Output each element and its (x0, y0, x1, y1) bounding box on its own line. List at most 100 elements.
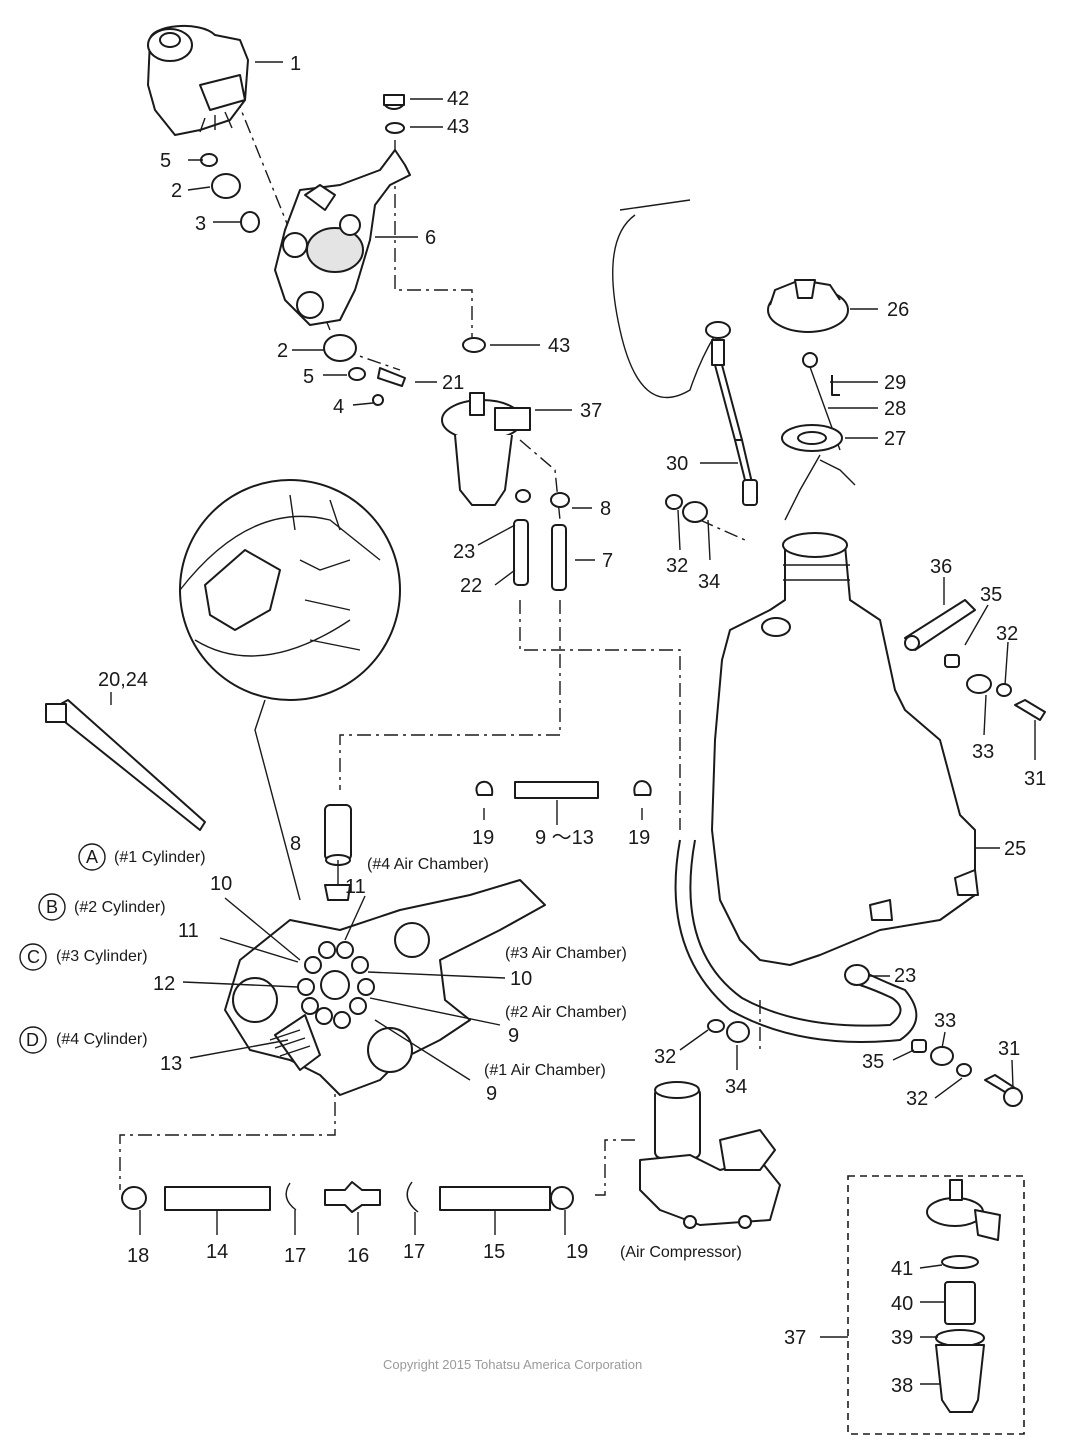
callout-36: 36 (930, 556, 952, 578)
callout-39: 39 (891, 1327, 913, 1349)
callout-42: 42 (447, 88, 469, 110)
cylinder-marker-d: D (#4 Cylinder) (19, 1026, 148, 1054)
callout-20-24: 20,24 (98, 669, 148, 691)
callout-17: 17 (284, 1245, 306, 1267)
air-chamber-1-label: (#1 Air Chamber) (484, 1062, 606, 1079)
callout-23: 23 (453, 541, 475, 563)
callout-3: 3 (195, 213, 206, 235)
cylinder-label: (#4 Cylinder) (56, 1031, 148, 1048)
callout-32: 32 (654, 1046, 676, 1068)
callout-2: 2 (277, 340, 288, 362)
copyright-notice: Copyright 2015 Tohatsu America Corporati… (383, 1357, 642, 1372)
callout-13: 13 (160, 1053, 182, 1075)
callout-11: 11 (345, 876, 366, 898)
callout-7: 7 (602, 550, 613, 572)
callout-41: 41 (891, 1258, 913, 1280)
callout-8: 8 (290, 833, 301, 855)
filter-detail-box (847, 1175, 1025, 1435)
lower-hose-row (121, 1181, 574, 1213)
callout-32: 32 (996, 623, 1018, 645)
air-chamber-4-label: (#4 Air Chamber) (367, 856, 489, 873)
air-compressor-label: (Air Compressor) (620, 1244, 742, 1261)
callout-10: 10 (210, 873, 232, 895)
callout-28: 28 (884, 398, 906, 420)
callout-33: 33 (972, 741, 994, 763)
leader-lines (110, 61, 1036, 1385)
level-sensor-30 (612, 199, 758, 506)
callout-34: 34 (725, 1076, 747, 1098)
callout-32: 32 (906, 1088, 928, 1110)
manifold-plate (224, 879, 546, 1096)
air-chamber-labels: (#4 Air Chamber) (#3 Air Chamber) (#2 Ai… (367, 856, 627, 1079)
callout-35: 35 (862, 1051, 884, 1073)
air-compressor (639, 1081, 781, 1229)
air-chamber-3-label: (#3 Air Chamber) (505, 945, 627, 962)
callout-38: 38 (891, 1375, 913, 1397)
cylinder-letter: A (86, 847, 98, 867)
cylinder-legend: A (#1 Cylinder) B (#2 Cylinder) C (#3 Cy… (19, 843, 206, 1054)
cable-tie-20-24 (45, 699, 206, 831)
callout-18: 18 (127, 1245, 149, 1267)
callout-43: 43 (447, 116, 469, 138)
cylinder-marker-c: C (#3 Cylinder) (19, 943, 148, 971)
grommets-32-34-top (665, 494, 708, 523)
callout-15: 15 (483, 1241, 505, 1263)
small-fasteners-top (200, 94, 486, 406)
return-hose (674, 839, 918, 1043)
cylinder-marker-a: A (#1 Cylinder) (78, 843, 206, 871)
callout-6: 6 (425, 227, 436, 249)
callout-21: 21 (442, 372, 464, 394)
cylinder-label: (#2 Cylinder) (74, 899, 166, 916)
fuel-filter-37 (441, 392, 570, 591)
cylinder-marker-b: B (#2 Cylinder) (38, 893, 166, 921)
callout-34: 34 (698, 571, 720, 593)
callout-1: 1 (290, 53, 301, 75)
cylinder-letter: D (26, 1030, 39, 1050)
callout-9: 9 (508, 1025, 519, 1047)
callout-37: 37 (580, 400, 602, 422)
callout-8: 8 (600, 498, 611, 520)
callout-19: 19 (628, 827, 650, 849)
callout-2: 2 (171, 180, 182, 202)
callout-19: 19 (472, 827, 494, 849)
assembly-lines (119, 69, 761, 1196)
cylinder-label: (#3 Cylinder) (56, 948, 148, 965)
callout-31: 31 (998, 1038, 1020, 1060)
callout-16: 16 (347, 1245, 369, 1267)
callout-9-13: 9 ～13 (535, 827, 594, 849)
bracket-36 (904, 599, 1046, 721)
detail-inset (179, 479, 401, 901)
cylinder-label: (#1 Cylinder) (114, 849, 206, 866)
callout-4: 4 (333, 396, 344, 418)
callout-35: 35 (980, 584, 1002, 606)
callout-11: 11 (178, 920, 199, 942)
fuel-pump-1 (147, 24, 249, 136)
callout-22: 22 (460, 575, 482, 597)
callout-31: 31 (1024, 768, 1046, 790)
callout-29: 29 (884, 372, 906, 394)
callout-23: 23 (894, 965, 916, 987)
callout-14: 14 (206, 1241, 228, 1263)
callout-30: 30 (666, 453, 688, 475)
callout-5: 5 (303, 366, 314, 388)
callout-numbers: 1 42 43 5 2 3 6 43 2 5 21 4 37 8 23 7 22… (98, 53, 1046, 1397)
callout-37: 37 (784, 1327, 806, 1349)
cap-26 (767, 279, 849, 333)
chain-and-gasket (781, 352, 856, 521)
cylinder-letter: C (27, 947, 40, 967)
air-chamber-2-label: (#2 Air Chamber) (505, 1004, 627, 1021)
lower-fasteners-right (707, 1019, 1023, 1107)
callout-19: 19 (566, 1241, 588, 1263)
callout-43: 43 (548, 335, 570, 357)
callout-12: 12 (153, 973, 175, 995)
callout-10: 10 (510, 968, 532, 990)
oil-tank-25 (711, 532, 979, 966)
callout-32: 32 (666, 555, 688, 577)
callout-26: 26 (887, 299, 909, 321)
cylinder-letter: B (46, 897, 58, 917)
callout-25: 25 (1004, 838, 1026, 860)
callout-27: 27 (884, 428, 906, 450)
callout-17: 17 (403, 1241, 425, 1263)
